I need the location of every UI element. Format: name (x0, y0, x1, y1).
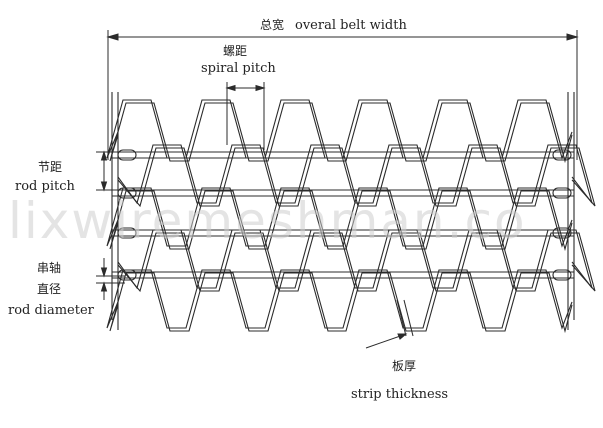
spiral-strip-5 (109, 272, 573, 334)
strip-thickness-arrow (397, 333, 408, 340)
spiral-strip-5 (106, 269, 573, 330)
spiral-strip-2 (117, 147, 596, 208)
wire-belt-drawing (106, 92, 596, 334)
strip-thickness-leader-1 (396, 299, 407, 337)
strip-thickness-leader-2 (403, 299, 414, 337)
rod-end-loop (552, 187, 572, 199)
rod-pitch-label-cn: 节距 (38, 160, 63, 174)
overall-width-arrow-left (106, 33, 119, 41)
rod-pitch-label-en: rod pitch (15, 179, 75, 194)
rod-diameter-label-cn-1: 串轴 (37, 261, 62, 275)
spiral-pitch-label-en: spiral pitch (201, 61, 276, 76)
spiral-strip-4 (117, 229, 593, 290)
rod-pitch-arrow-bottom (100, 181, 108, 192)
overall-width-arrow-right (566, 33, 579, 41)
rod-diameter-arrow-top (100, 267, 108, 278)
spiral-pitch-arrow-left (225, 84, 236, 92)
spiral-pitch-arrow-right (255, 84, 266, 92)
spiral-strip-3 (106, 187, 573, 248)
rod-end-loop (552, 227, 572, 239)
spiral-strip-3 (109, 190, 573, 252)
rod-pitch-arrow-top (100, 150, 108, 161)
rod-end-loop (552, 269, 572, 281)
dimension-lines (96, 30, 579, 349)
strip-thickness-label-cn: 板厚 (392, 359, 417, 373)
spiral-strip-2 (117, 144, 593, 205)
spiral-pitch-label-cn: 螺距 (223, 44, 248, 58)
rod-end-loop (552, 149, 572, 161)
rod-diameter-label-en: rod diameter (8, 303, 94, 318)
rod-diameter-label-cn-2: 直径 (37, 282, 62, 296)
rod-diameter-arrow-bottom (100, 281, 108, 292)
overall-width-label-cn: 总宽 (260, 18, 285, 32)
strip-thickness-label-en: strip thickness (351, 387, 449, 402)
spiral-strip-1 (106, 99, 573, 160)
overall-width-label-en: overal belt width (295, 18, 407, 33)
spiral-strip-4 (117, 232, 596, 293)
